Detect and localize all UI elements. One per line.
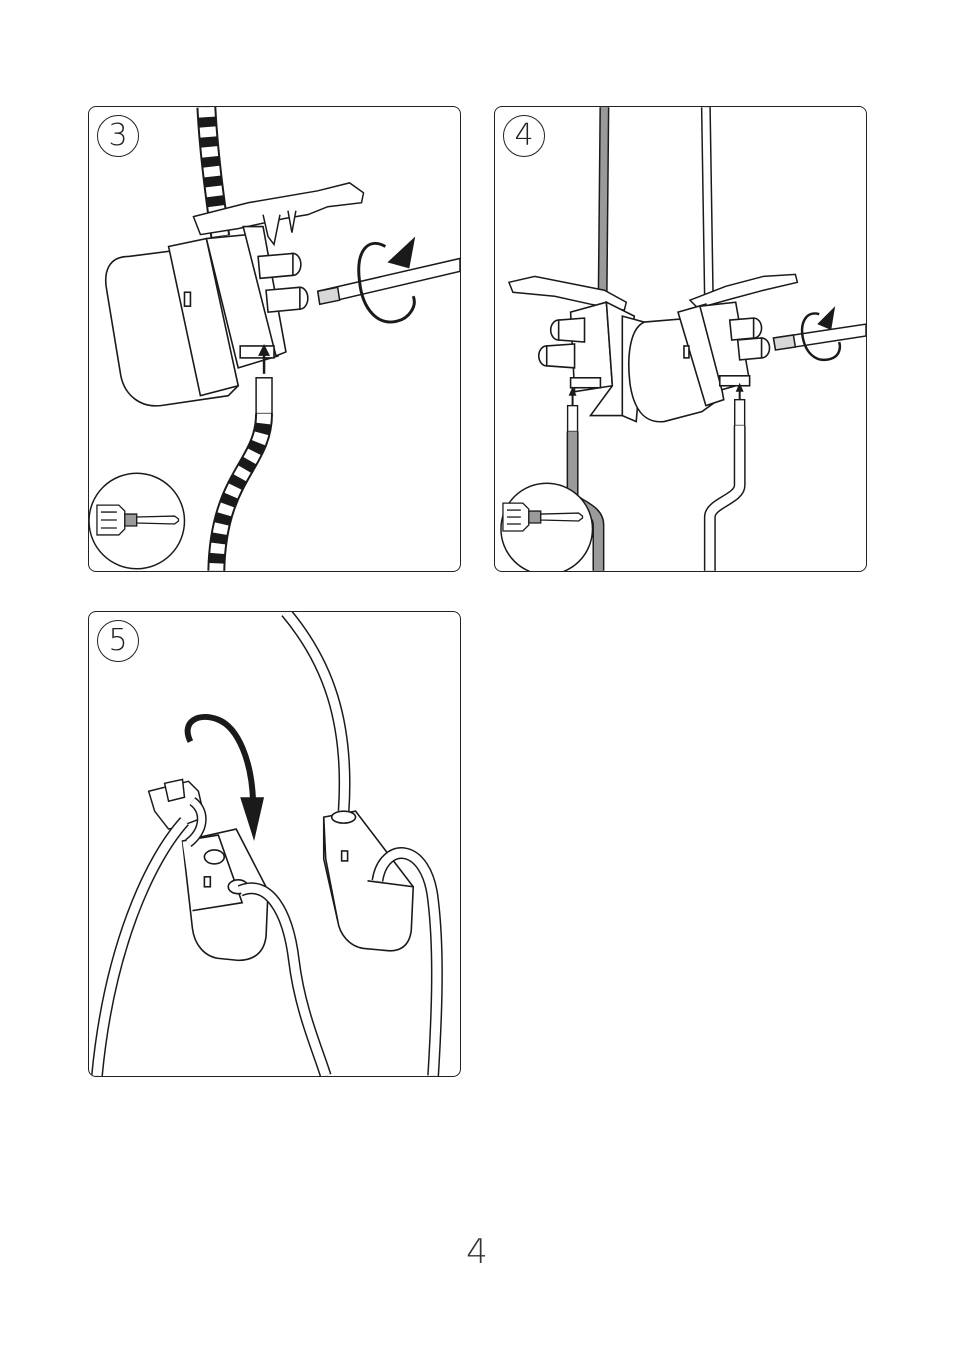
tool-inset — [501, 483, 593, 571]
screwdriver-tip — [318, 258, 460, 304]
striped-cable-bottom — [216, 378, 272, 571]
tool-inset — [89, 473, 184, 568]
page-number: 4 — [457, 1232, 497, 1272]
white-cable-bottom — [710, 400, 745, 571]
open-housing-left — [182, 829, 268, 960]
terminal-block-right — [629, 302, 770, 422]
cable-arc-right — [286, 612, 345, 811]
step-5-illustration — [89, 612, 460, 1076]
step-number-badge: 5 — [97, 620, 139, 662]
screwdriver-tip — [773, 324, 866, 350]
step-3-illustration — [89, 107, 460, 571]
step-number-badge: 4 — [503, 115, 545, 157]
step-5-panel: 5 — [88, 611, 461, 1077]
terminal-block — [106, 227, 308, 406]
closed-housing-right — [324, 811, 414, 951]
step-4-illustration — [495, 107, 866, 571]
step-3-panel: 3 — [88, 106, 461, 572]
step-4-panel: 4 — [494, 106, 867, 572]
step-number-badge: 3 — [97, 115, 139, 157]
